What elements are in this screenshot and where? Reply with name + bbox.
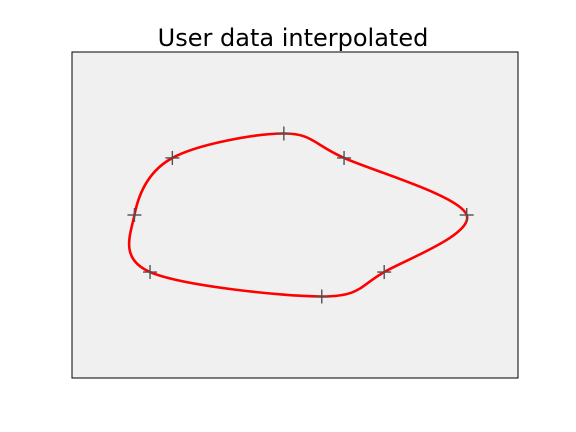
data-point-marker	[276, 126, 291, 141]
data-point-marker	[143, 265, 158, 280]
data-point-marker	[337, 150, 352, 165]
data-point-marker	[459, 208, 474, 222]
data-point-marker	[377, 265, 392, 280]
data-point-marker	[127, 208, 142, 222]
data-markers-layer	[127, 126, 474, 304]
plot-area	[71, 51, 519, 379]
data-point-marker	[165, 150, 180, 165]
chart-title: User data interpolated	[158, 24, 429, 52]
data-point-marker	[314, 289, 329, 304]
